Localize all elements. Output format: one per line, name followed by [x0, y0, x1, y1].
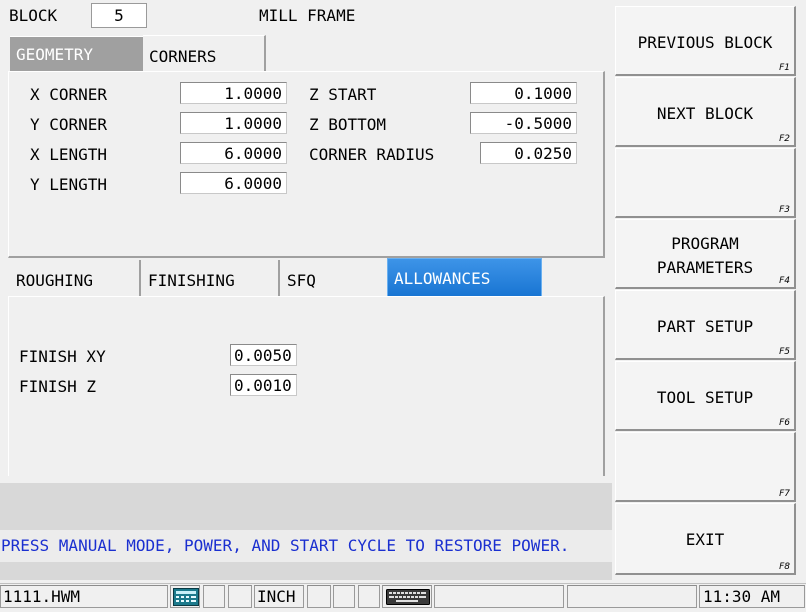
f7-key-label: F7: [779, 489, 790, 499]
status-cell-empty-6: [434, 585, 564, 608]
x-corner-field[interactable]: 1.0000: [180, 82, 287, 104]
tab-corners[interactable]: CORNERS: [143, 35, 266, 71]
z-start-label: Z START: [309, 85, 377, 104]
status-cell-empty-5: [358, 585, 380, 608]
tab-finishing[interactable]: FINISHING: [142, 260, 280, 296]
f3-button[interactable]: F3: [615, 148, 796, 218]
page-title: MILL FRAME: [259, 6, 356, 25]
tab-allowances[interactable]: ALLOWANCES: [387, 258, 542, 297]
allowances-panel: [8, 296, 605, 476]
tab-roughing[interactable]: ROUGHING: [10, 260, 141, 296]
status-filename: 1111.HWM: [0, 585, 168, 608]
block-number-field[interactable]: 5: [91, 3, 147, 28]
tool-setup-label: TOOL SETUP: [656, 388, 754, 407]
program-parameters-button[interactable]: PROGRAM PARAMETERS F4: [615, 219, 796, 289]
exit-button[interactable]: EXIT F8: [615, 503, 796, 575]
finish-xy-field[interactable]: 0.0050: [230, 344, 297, 366]
status-cell-empty-3: [307, 585, 331, 608]
f5-key-label: F5: [779, 347, 790, 357]
f4-key-label: F4: [779, 276, 790, 286]
exit-label: EXIT: [685, 530, 725, 549]
f8-key-label: F8: [779, 562, 790, 572]
next-block-label: NEXT BLOCK: [656, 104, 754, 123]
x-corner-label: X CORNER: [30, 85, 108, 104]
part-setup-label: PART SETUP: [656, 317, 754, 336]
corner-radius-label: CORNER RADIUS: [309, 145, 435, 164]
z-bottom-label: Z BOTTOM: [309, 115, 387, 134]
tab-allowances-label: ALLOWANCES: [394, 269, 491, 288]
tool-setup-button[interactable]: TOOL SETUP F6: [615, 361, 796, 431]
calculator-button[interactable]: [170, 585, 200, 608]
y-length-label: Y LENGTH: [30, 175, 108, 194]
f7-button[interactable]: F7: [615, 432, 796, 502]
z-start-field[interactable]: 0.1000: [470, 82, 577, 104]
z-bottom-field[interactable]: -0.5000: [470, 112, 577, 134]
f6-key-label: F6: [779, 418, 790, 428]
status-cell-empty-2: [228, 585, 252, 608]
program-parameters-label-line2: PARAMETERS: [656, 258, 754, 277]
units-text: INCH: [257, 587, 296, 606]
next-block-button[interactable]: NEXT BLOCK F2: [615, 77, 796, 147]
f1-key-label: F1: [779, 63, 790, 73]
block-label: BLOCK: [9, 6, 58, 25]
corner-radius-field[interactable]: 0.0250: [480, 142, 577, 164]
previous-block-button[interactable]: PREVIOUS BLOCK F1: [615, 6, 796, 76]
y-length-field[interactable]: 6.0000: [180, 172, 287, 194]
tab-finishing-label: FINISHING: [148, 271, 235, 290]
previous-block-label: PREVIOUS BLOCK: [637, 33, 773, 52]
x-length-field[interactable]: 6.0000: [180, 142, 287, 164]
status-cell-empty-1: [203, 585, 225, 608]
keyboard-icon: [386, 589, 430, 605]
program-parameters-label-line1: PROGRAM: [671, 234, 739, 253]
calculator-icon: [173, 588, 199, 606]
x-length-label: X LENGTH: [30, 145, 108, 164]
clock-text: 11:30 AM: [703, 587, 781, 606]
y-corner-field[interactable]: 1.0000: [180, 112, 287, 134]
status-cell-empty-4: [333, 585, 355, 608]
f3-key-label: F3: [779, 205, 790, 215]
finish-z-field[interactable]: 0.0010: [230, 374, 297, 396]
tab-sfq[interactable]: SFQ: [281, 260, 387, 296]
tab-roughing-label: ROUGHING: [16, 271, 94, 290]
status-cell-empty-7: [567, 585, 697, 608]
tab-corners-label: CORNERS: [149, 47, 217, 66]
tab-geometry-label: GEOMETRY: [16, 45, 94, 64]
f2-key-label: F2: [779, 134, 790, 144]
message-bar: [0, 530, 612, 562]
status-clock: 11:30 AM: [699, 585, 805, 608]
status-message: PRESS MANUAL MODE, POWER, AND START CYCL…: [1, 536, 570, 555]
status-units: INCH: [254, 585, 304, 608]
keyboard-button[interactable]: [382, 585, 432, 608]
part-setup-button[interactable]: PART SETUP F5: [615, 290, 796, 360]
tab-sfq-label: SFQ: [287, 271, 316, 290]
filename-text: 1111.HWM: [3, 587, 81, 606]
y-corner-label: Y CORNER: [30, 115, 108, 134]
tab-geometry[interactable]: GEOMETRY: [10, 36, 143, 71]
finish-xy-label: FINISH XY: [19, 347, 106, 366]
finish-z-label: FINISH Z: [19, 377, 97, 396]
